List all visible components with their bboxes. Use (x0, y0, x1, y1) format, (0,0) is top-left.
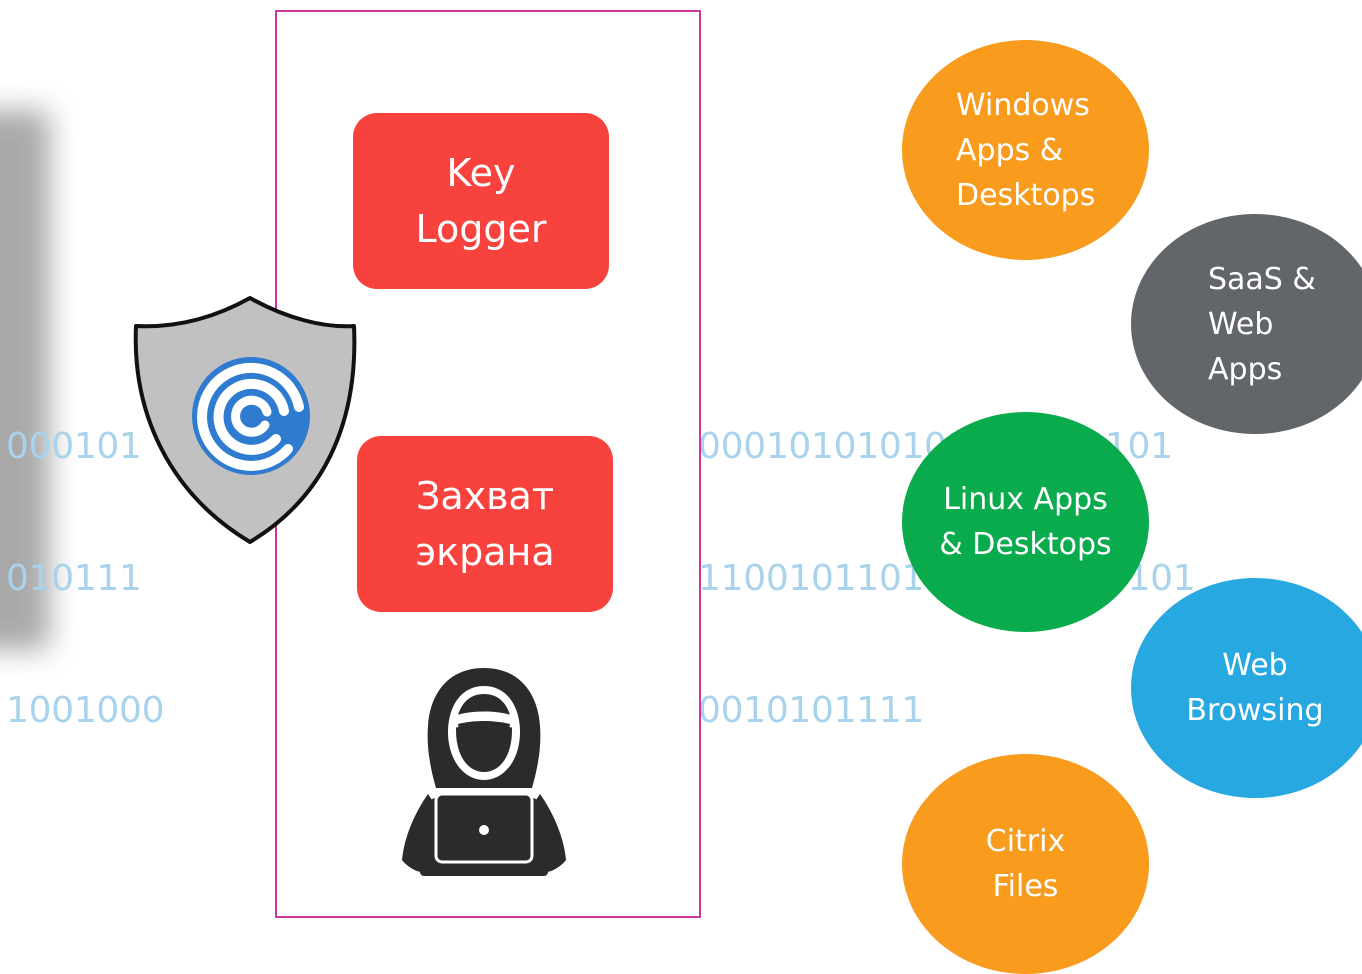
files-label-line2: Files (992, 869, 1059, 904)
linux-label-line2: & Desktops (939, 527, 1112, 562)
keylogger-label-line1: Key (446, 151, 516, 195)
screen-capture-label-line2: экрана (415, 530, 555, 574)
hacker-icon (402, 668, 566, 876)
citrix-files-circle: Citrix Files (902, 754, 1149, 974)
windows-label-line1: Windows (956, 87, 1090, 123)
binary-line: 1001000 (6, 690, 165, 731)
endpoint-device-shadow (0, 110, 50, 650)
binary-stream-left: 000101 010111 1001000 (6, 337, 176, 777)
saas-label-line2: Web (1208, 306, 1274, 342)
saas-label-line3: Apps (1208, 351, 1283, 387)
citrix-logo-icon (192, 357, 310, 475)
linux-label-line1: Linux Apps (943, 482, 1108, 517)
binary-line: 0010101111 (698, 690, 925, 731)
screen-capture-box: Захват экрана (357, 436, 613, 612)
web-browsing-circle: Web Browsing (1131, 578, 1362, 798)
linux-apps-circle: Linux Apps & Desktops (902, 412, 1149, 632)
windows-label-line2: Apps & (956, 132, 1064, 168)
keylogger-label-line2: Logger (415, 207, 547, 251)
windows-label-line3: Desktops (956, 177, 1096, 213)
screen-capture-label-line1: Захват (416, 474, 554, 518)
windows-apps-circle: Windows Apps & Desktops (902, 40, 1149, 260)
web-label-line1: Web (1222, 648, 1288, 683)
web-label-line2: Browsing (1186, 693, 1324, 728)
saas-label-line1: SaaS & (1208, 261, 1316, 297)
files-label-line1: Citrix (985, 824, 1066, 859)
keylogger-box: Key Logger (353, 113, 609, 289)
binary-line: 010111 (6, 558, 142, 599)
saas-web-apps-circle: SaaS & Web Apps (1131, 214, 1362, 434)
binary-line: 000101 (6, 426, 142, 467)
shield-icon (133, 296, 357, 544)
